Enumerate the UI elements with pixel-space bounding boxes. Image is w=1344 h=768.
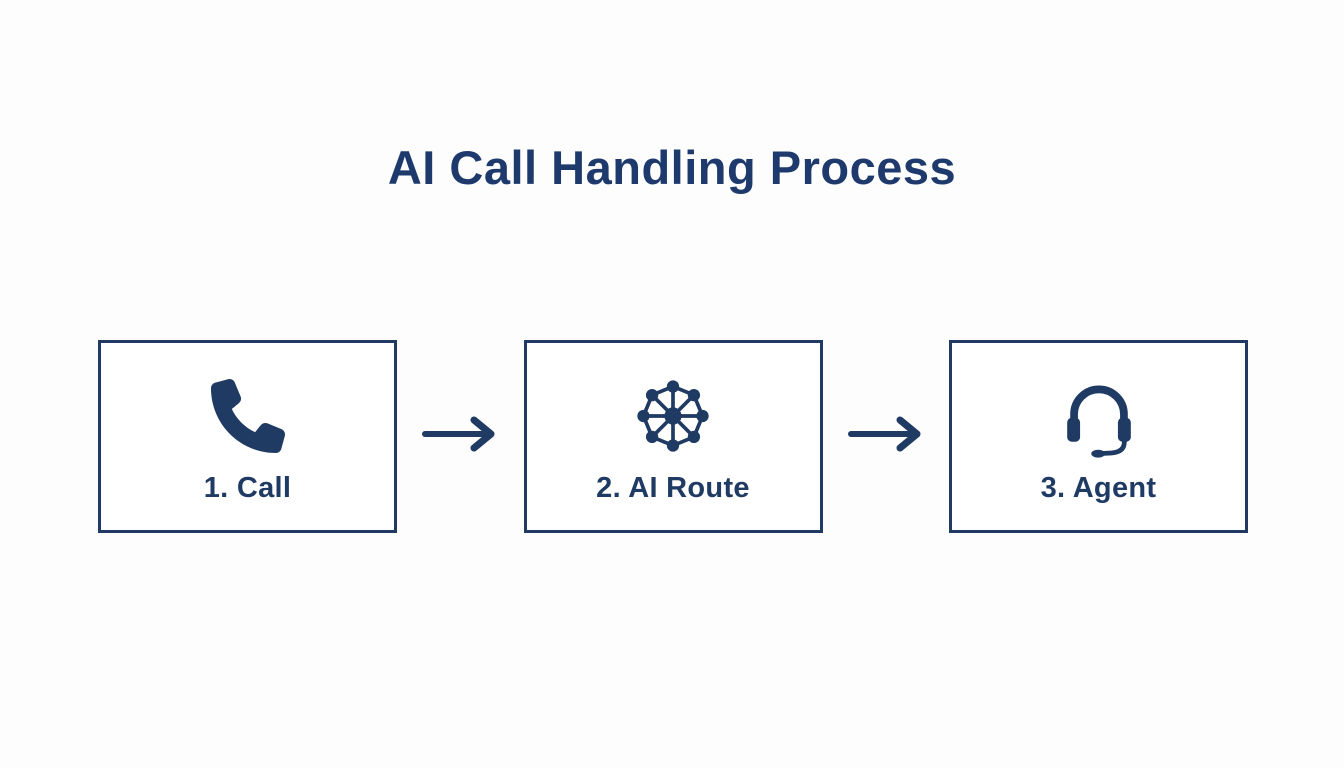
- step-box-ai-route: 2. AI Route: [523, 340, 823, 533]
- flow-arrow-2: [823, 414, 950, 459]
- step-box-call: 1. Call: [98, 340, 397, 533]
- phone-icon: [210, 374, 285, 458]
- arrow-right-icon: [845, 414, 927, 459]
- arrow-right-icon: [419, 414, 501, 459]
- page-title: AI Call Handling Process: [387, 141, 957, 194]
- step-label-agent: 3. Agent: [1040, 472, 1157, 504]
- flow-arrow-1: [397, 414, 524, 459]
- process-flow: 1. Call: [98, 340, 1248, 533]
- step-box-agent: 3. Agent: [949, 340, 1248, 533]
- step-label-call: 1. Call: [203, 472, 292, 504]
- headset-icon: [1056, 374, 1142, 458]
- step-label-ai-route: 2. AI Route: [596, 472, 750, 504]
- network-icon: [632, 374, 714, 458]
